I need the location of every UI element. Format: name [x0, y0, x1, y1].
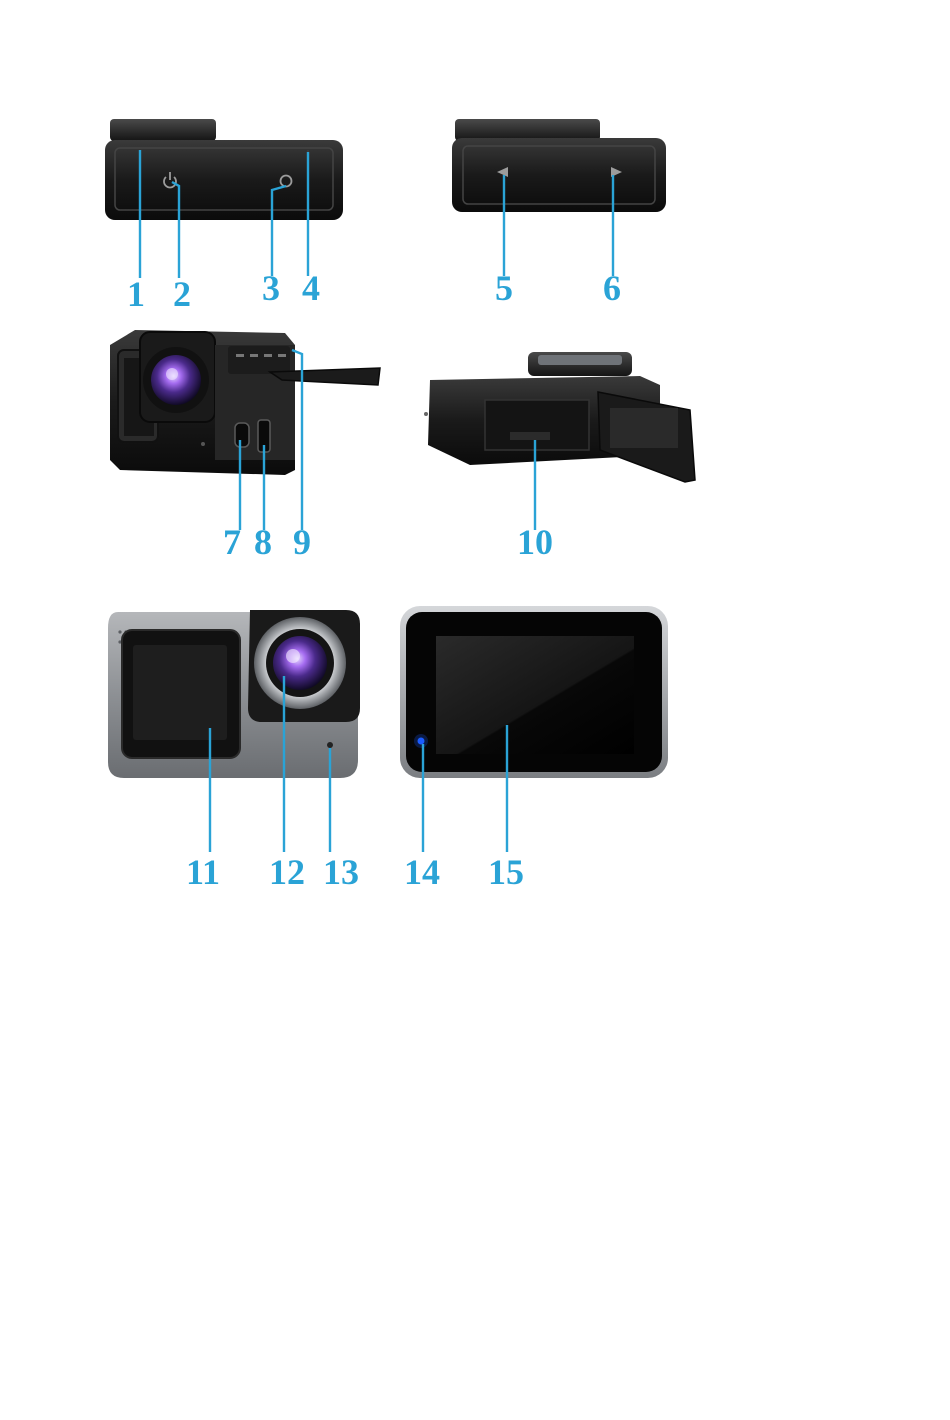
- callout-1: 1: [127, 274, 145, 314]
- callout-9: 9: [293, 522, 311, 562]
- camera-side-view-ports: [110, 330, 380, 475]
- microphone-hole-icon: [327, 742, 333, 748]
- callout-3: 3: [262, 268, 280, 308]
- callout-14: 14: [404, 852, 440, 892]
- callout-7: 7: [223, 522, 241, 562]
- callout-11: 11: [186, 852, 220, 892]
- callout-12: 12: [269, 852, 305, 892]
- camera-rear-view: [400, 606, 668, 778]
- callout-2: 2: [173, 274, 191, 314]
- callout-13: 13: [323, 852, 359, 892]
- camera-battery-view: [424, 352, 695, 482]
- callout-8: 8: [254, 522, 272, 562]
- callout-5: 5: [495, 268, 513, 308]
- callout-15: 15: [488, 852, 524, 892]
- callout-10: 10: [517, 522, 553, 562]
- callout-4: 4: [302, 268, 320, 308]
- side-lens-icon: [151, 355, 201, 405]
- camera-front-view: [108, 610, 360, 778]
- type-c-port-icon: [235, 423, 249, 447]
- front-lens-icon: [273, 636, 327, 690]
- callout-6: 6: [603, 268, 621, 308]
- rear-screen: [436, 636, 634, 754]
- camera-top-view-right: [452, 119, 666, 212]
